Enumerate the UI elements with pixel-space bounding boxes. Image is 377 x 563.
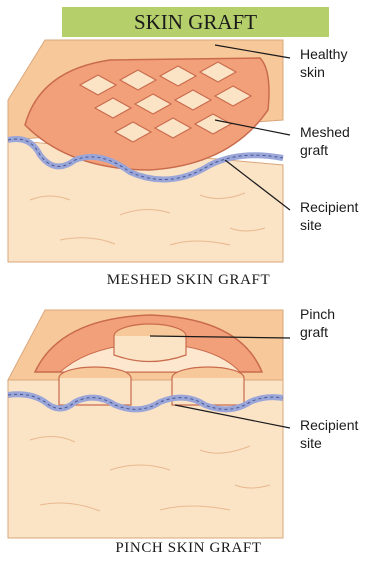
pinch-block (8, 310, 290, 538)
caption-pinch: PINCH SKIN GRAFT (0, 540, 377, 557)
label-pinch-graft: Pinch graft (300, 305, 377, 341)
meshed-block (8, 40, 290, 262)
label-healthy-skin: Healthy skin (300, 45, 377, 81)
label-recipient-site-pinch: Recipient site (300, 416, 377, 452)
caption-meshed: MESHED SKIN GRAFT (0, 272, 377, 289)
label-meshed-graft: Meshed graft (300, 123, 377, 159)
label-recipient-site-meshed: Recipient site (300, 198, 377, 234)
